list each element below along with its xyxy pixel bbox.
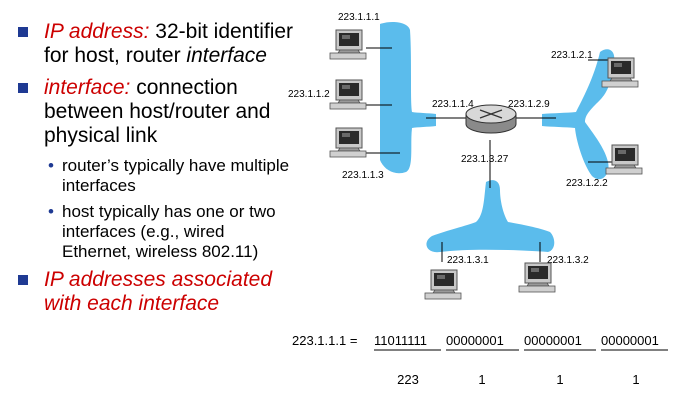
binary-octet: 11011111: [374, 333, 427, 348]
decimal-octet: 223: [397, 372, 419, 387]
host-computer-icon: [329, 127, 367, 158]
bullet-interface: interface: connection between host/route…: [14, 76, 294, 148]
decimal-octet: 1: [556, 372, 563, 387]
square-bullet-icon: [18, 275, 28, 285]
router-interface-label: 223.1.3.27: [461, 154, 509, 165]
bullet-associated: IP addresses associated with each interf…: [14, 268, 294, 316]
host-computer-icon: [601, 57, 639, 88]
router-interfaces-text: router’s typically have multiple interfa…: [62, 156, 290, 195]
host-computer-icon: [424, 269, 462, 300]
ip-address-definition: 32-bit identifier for host, router: [44, 20, 294, 67]
router-interface-label: 223.1.2.9: [508, 99, 550, 110]
host-ip-label: 223.1.2.1: [551, 50, 593, 61]
router-interface-label: 223.1.1.4: [432, 99, 474, 110]
host-ip-label: 223.1.1.1: [338, 12, 380, 23]
square-bullet-icon: [18, 83, 28, 93]
sub-bullet-host: • host typically has one or two interfac…: [14, 202, 294, 262]
host-computer-icon: [518, 262, 556, 293]
dot-bullet-icon: •: [48, 202, 54, 221]
host-ip-label: 223.1.3.1: [447, 255, 489, 266]
link-lines: [366, 47, 612, 262]
router-icon: [465, 104, 517, 134]
binary-octet: 00000001: [524, 333, 582, 348]
subnet-right-shape: [542, 49, 615, 180]
binary-octet: 00000001: [446, 333, 504, 348]
square-bullet-icon: [18, 27, 28, 37]
subnet-bottom-shape: [426, 180, 555, 253]
host-computer-icon: [605, 144, 643, 175]
binary-octet: 00000001: [601, 333, 659, 348]
term-ip-address: IP address:: [44, 20, 150, 43]
associated-text: IP addresses associated with each interf…: [44, 268, 273, 315]
host-interfaces-text: host typically has one or two interfaces…: [62, 202, 276, 261]
sub-bullet-router: • router’s typically have multiple inter…: [14, 156, 294, 196]
dot-bullet-icon: •: [48, 156, 54, 175]
subnet-left-shape: [380, 22, 436, 174]
host-ip-label: 223.1.3.2: [547, 255, 589, 266]
term-interface: interface:: [44, 76, 131, 99]
binary-lhs: 223.1.1.1 =: [292, 333, 357, 348]
bullet-ip-address: IP address: 32-bit identifier for host, …: [14, 20, 294, 68]
decimal-octet: 1: [632, 372, 639, 387]
host-ip-label: 223.1.1.2: [288, 89, 330, 100]
host-computer-icon: [329, 79, 367, 110]
bullet-list: IP address: 32-bit identifier for host, …: [14, 20, 294, 324]
host-computer-icon: [329, 29, 367, 60]
host-ip-label: 223.1.1.3: [342, 170, 384, 181]
host-ip-label: 223.1.2.2: [566, 178, 608, 189]
interface-word: interface: [186, 44, 267, 67]
decimal-octet: 1: [478, 372, 485, 387]
interface-definition: connection between host/router and physi…: [44, 76, 271, 147]
